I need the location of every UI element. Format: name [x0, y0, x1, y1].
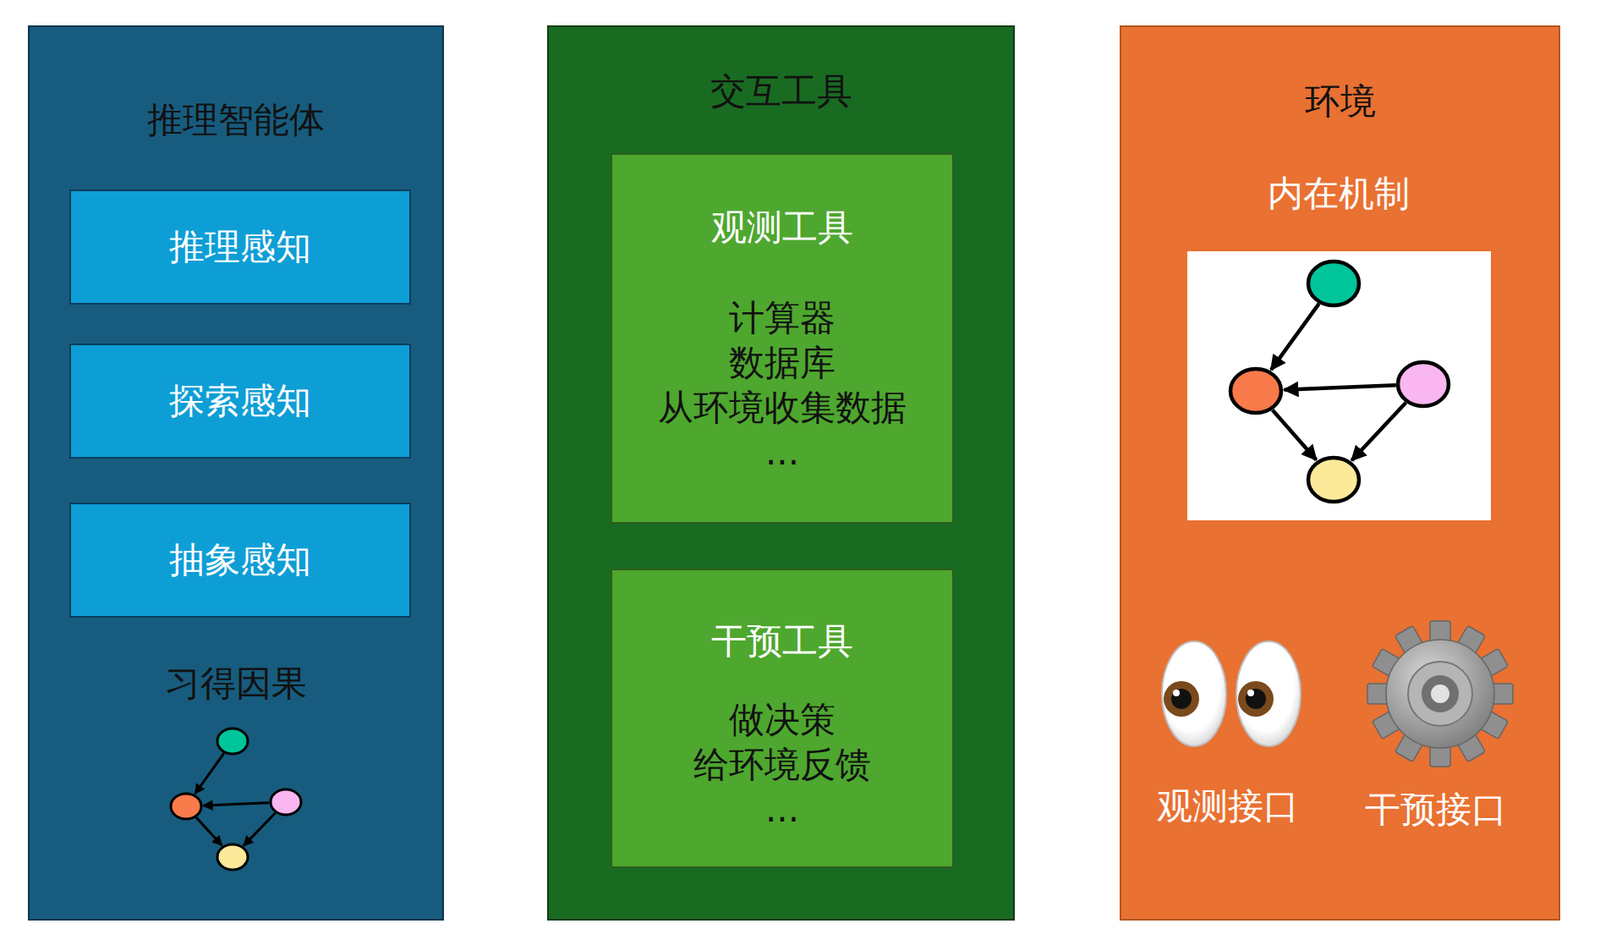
graph-caption: 习得因果 [109, 662, 363, 705]
tool-box: 干预工具做决策 给环境反馈 ... [610, 568, 954, 868]
mechanism-heading: 内在机制 [1211, 172, 1466, 215]
tool-heading: 观测工具 [612, 205, 953, 251]
tool-heading: 干预工具 [612, 619, 953, 664]
agent-panel: 推理智能体推理感知探索感知抽象感知 [27, 25, 444, 921]
module-label: 探索感知 [169, 378, 312, 424]
tools-panel: 交互工具观测工具计算器 数据库 从环境收集数据 ... 干预工具做决策 给环境反馈… [547, 25, 1015, 921]
mechanism-graph [1230, 261, 1449, 502]
gear-icon [1367, 620, 1513, 767]
perception-box: 探索感知 [69, 343, 411, 459]
learned-graph [170, 728, 302, 870]
perception-box: 推理感知 [69, 189, 411, 305]
eyes-icon [1161, 641, 1301, 746]
module-label: 推理感知 [169, 224, 312, 270]
interface-label: 观测接口 [1101, 784, 1355, 828]
panel-title: 推理智能体 [29, 98, 443, 143]
perception-box: 抽象感知 [69, 502, 411, 618]
tool-list: 做决策 给环境反馈 ... [612, 697, 953, 833]
tool-list: 计算器 数据库 从环境收集数据 ... [612, 295, 953, 476]
tool-box: 观测工具计算器 数据库 从环境收集数据 ... [610, 153, 954, 524]
interface-label: 干预接口 [1309, 788, 1563, 831]
panel-title: 环境 [1121, 79, 1559, 125]
module-label: 抽象感知 [169, 537, 312, 583]
panel-title: 交互工具 [548, 69, 1014, 115]
mechanism-panel [1187, 251, 1491, 521]
